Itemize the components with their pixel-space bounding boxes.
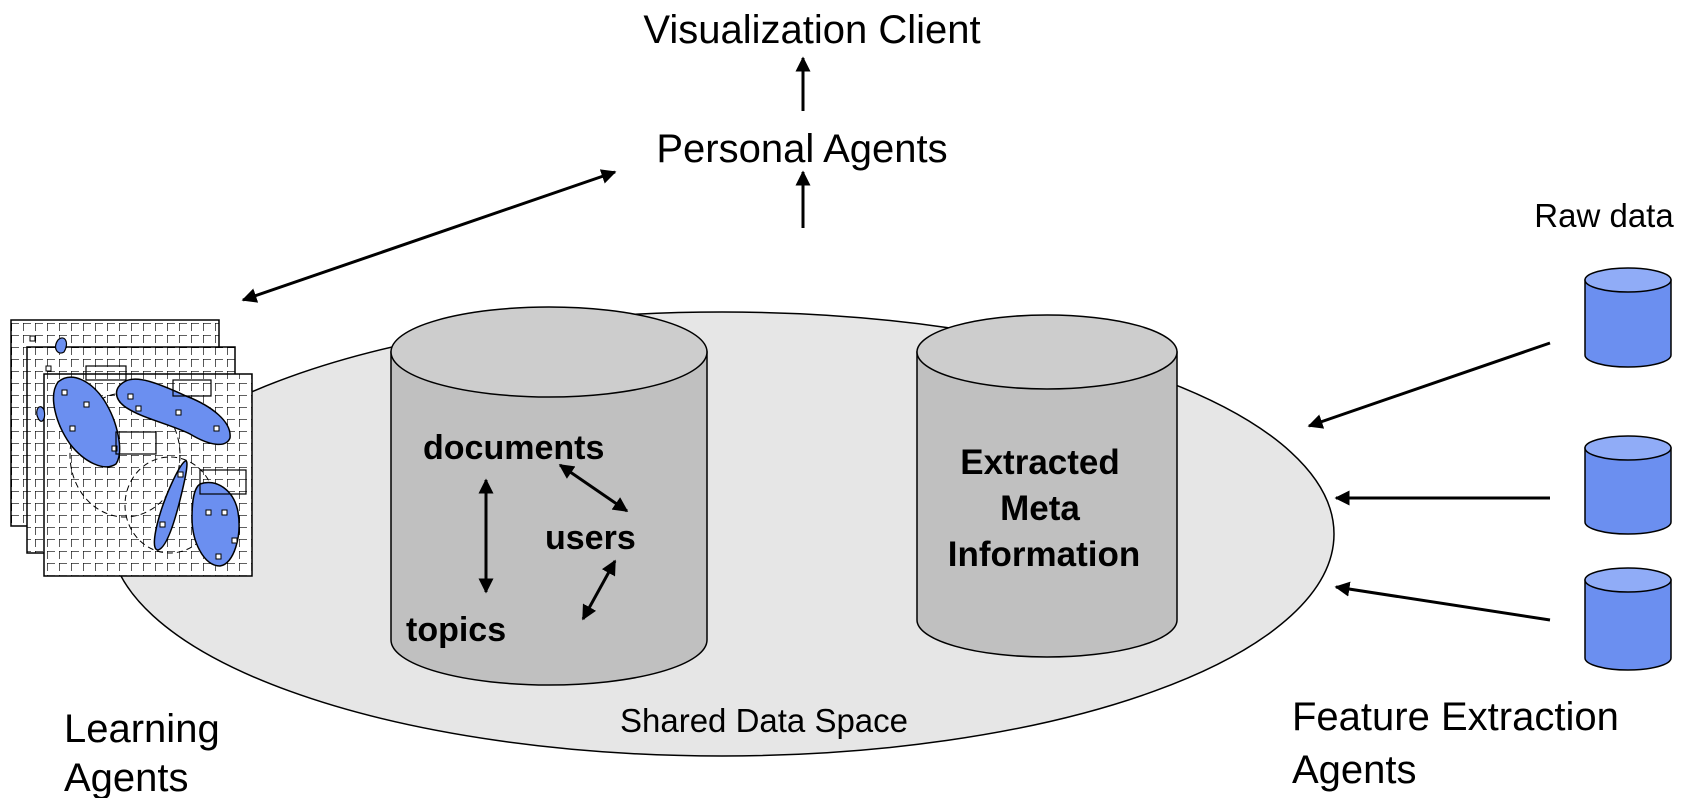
visualization-client-label: Visualization Client bbox=[643, 8, 980, 52]
right-cylinder bbox=[916, 314, 1178, 658]
shared-data-space-label: Shared Data Space bbox=[620, 702, 908, 739]
topics-label: topics bbox=[406, 611, 506, 649]
feature-extraction-label-line2: Agents bbox=[1292, 748, 1417, 792]
extracted-label: Extracted bbox=[960, 443, 1120, 482]
raw-data-label: Raw data bbox=[1534, 197, 1674, 234]
left-cylinder bbox=[390, 306, 708, 686]
learning-personal-arrow bbox=[241, 169, 617, 303]
feature-extraction-label-line1: Feature Extraction bbox=[1292, 695, 1619, 739]
raw-data-cylinder-2 bbox=[1584, 435, 1672, 535]
raw-data-cylinder-3 bbox=[1584, 567, 1672, 671]
documents-label: documents bbox=[423, 429, 604, 467]
personal-agents-label: Personal Agents bbox=[656, 127, 947, 171]
raw-data-1-arrow bbox=[1307, 341, 1551, 429]
raw-data-3-arrow bbox=[1334, 581, 1551, 622]
learning-agents-maps bbox=[10, 319, 253, 577]
users-topics-arrow bbox=[581, 559, 617, 621]
learning-agents-label-line2: Agents bbox=[64, 756, 189, 798]
users-label: users bbox=[545, 519, 636, 557]
meta-label: Meta bbox=[1000, 489, 1080, 528]
documents-users-arrow bbox=[558, 463, 629, 513]
raw-data-cylinder-1 bbox=[1584, 267, 1672, 368]
learning-agents-label-line1: Learning bbox=[64, 707, 220, 751]
information-label: Information bbox=[948, 535, 1140, 574]
